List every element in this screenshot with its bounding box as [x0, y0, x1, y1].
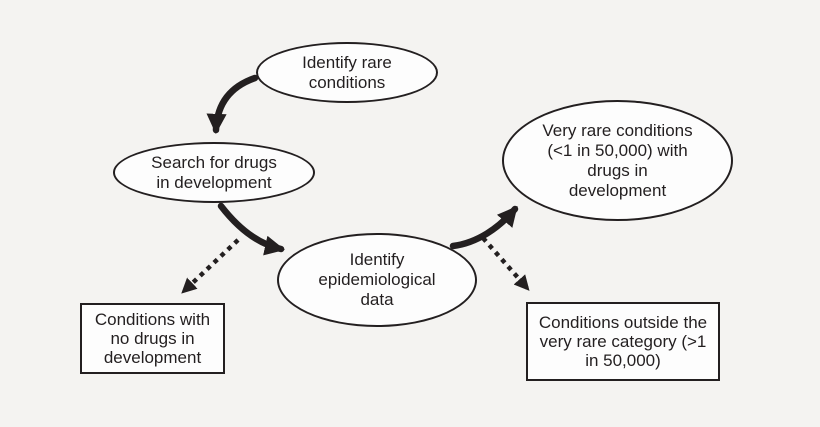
- node-conditions-no-drugs: Conditions with no drugs in development: [80, 303, 225, 374]
- edge-identify-rare-to-search: [206, 74, 259, 135]
- node-search-for-drugs: Search for drugs in development: [113, 142, 315, 203]
- edge-epidemiological-to-very-rare: [449, 205, 519, 250]
- edge-search-to-no-drugs-dotted: [181, 238, 240, 294]
- node-conditions-outside-category: Conditions outside the very rare categor…: [526, 302, 720, 381]
- node-conditions-outside-category-label: Conditions outside the very rare categor…: [538, 313, 708, 370]
- edge-epidemiological-to-outside-category-dotted: [481, 236, 530, 291]
- node-identify-epidemiological-data-label: Identify epidemiological data: [318, 250, 436, 309]
- node-identify-epidemiological-data: Identify epidemiological data: [277, 233, 477, 327]
- edge-search-to-epidemiological: [217, 202, 285, 256]
- node-very-rare-conditions-label: Very rare conditions (<1 in 50,000) with…: [542, 120, 693, 200]
- node-conditions-no-drugs-label: Conditions with no drugs in development: [94, 310, 211, 367]
- node-search-for-drugs-label: Search for drugs in development: [151, 152, 277, 192]
- node-identify-rare-conditions: Identify rare conditions: [256, 42, 438, 103]
- node-very-rare-conditions: Very rare conditions (<1 in 50,000) with…: [502, 100, 733, 221]
- node-identify-rare-conditions-label: Identify rare conditions: [302, 52, 392, 92]
